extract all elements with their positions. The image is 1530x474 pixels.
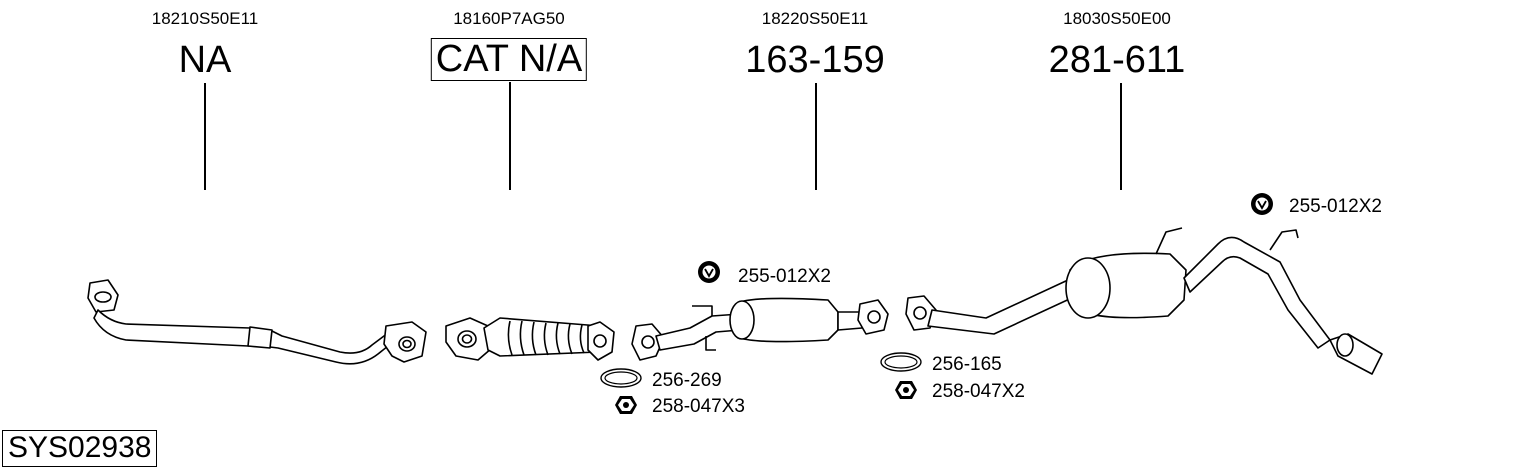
hex-nut-icon xyxy=(615,396,637,414)
part-number-middle-silencer: 163-159 xyxy=(745,39,885,81)
leader-line-catalytic-converter xyxy=(509,82,511,190)
oem-number-front-pipe: 18210S50E11 xyxy=(151,9,259,28)
oem-number-middle-silencer: 18220S50E11 xyxy=(761,9,869,28)
part-number-front-pipe: NA xyxy=(178,39,232,81)
accessory-label-gasket: 256-269 xyxy=(652,370,722,391)
catalytic-converter-drawing xyxy=(445,317,615,361)
rubber-mount-icon xyxy=(1251,193,1273,215)
rear-silencer-drawing xyxy=(905,227,1383,375)
part-number-catalytic-converter: CAT N/A xyxy=(430,38,588,81)
front-pipe-drawing xyxy=(87,279,427,365)
oem-number-catalytic-converter: 18160P7AG50 xyxy=(453,9,565,28)
accessory-label-nut: 258-047X2 xyxy=(932,381,1025,402)
accessory-label-rubber-mount: 255-012X2 xyxy=(738,266,831,287)
system-code-badge: SYS02938 xyxy=(2,430,158,467)
rubber-mount-icon xyxy=(698,261,720,283)
part-number-rear-silencer: 281-611 xyxy=(1048,39,1186,81)
leader-line-middle-silencer xyxy=(815,83,817,190)
accessory-label-rubber-mount: 255-012X2 xyxy=(1289,196,1382,217)
leader-line-front-pipe xyxy=(204,83,206,190)
oem-number-rear-silencer: 18030S50E00 xyxy=(1063,9,1171,28)
middle-silencer-drawing xyxy=(631,297,889,361)
gasket-ring-icon xyxy=(600,368,642,388)
accessory-label-gasket: 256-165 xyxy=(932,354,1002,375)
accessory-label-nut: 258-047X3 xyxy=(652,396,745,417)
hex-nut-icon xyxy=(895,381,917,399)
leader-line-rear-silencer xyxy=(1120,83,1122,190)
gasket-ring-icon xyxy=(880,352,922,372)
